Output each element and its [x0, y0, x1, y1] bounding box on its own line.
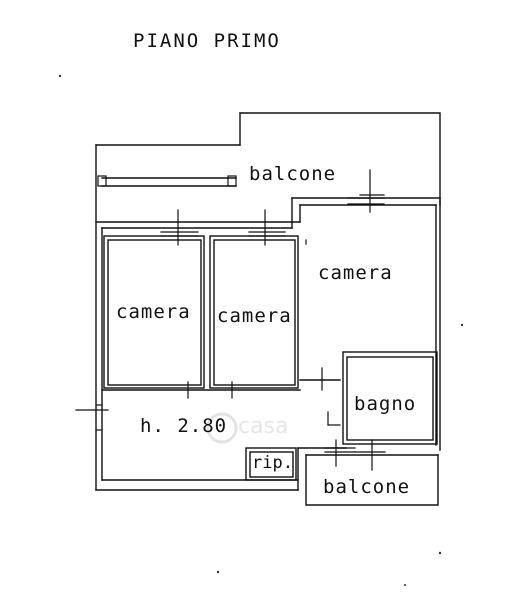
- plan-title: PIANO PRIMO: [133, 30, 281, 52]
- watermark-text: casa: [238, 414, 289, 439]
- room-bagno: bagno: [354, 393, 417, 415]
- room-camera-right: camera: [318, 262, 393, 284]
- watermark-logo: [206, 412, 238, 444]
- room-camera-middle: camera: [217, 305, 292, 327]
- cross-marks: [75, 169, 386, 471]
- room-ripostiglio: rip.: [252, 453, 293, 473]
- room-camera-left: camera: [116, 301, 191, 323]
- scan-dots: [58, 74, 464, 586]
- room-balcone-top: balcone: [249, 163, 337, 185]
- windows: [95, 197, 385, 453]
- ceiling-height: h. 2.80: [140, 415, 228, 437]
- outer-walls: [95, 112, 441, 506]
- balcony-posts: [97, 175, 237, 187]
- room-balcone-bottom: balcone: [323, 476, 411, 498]
